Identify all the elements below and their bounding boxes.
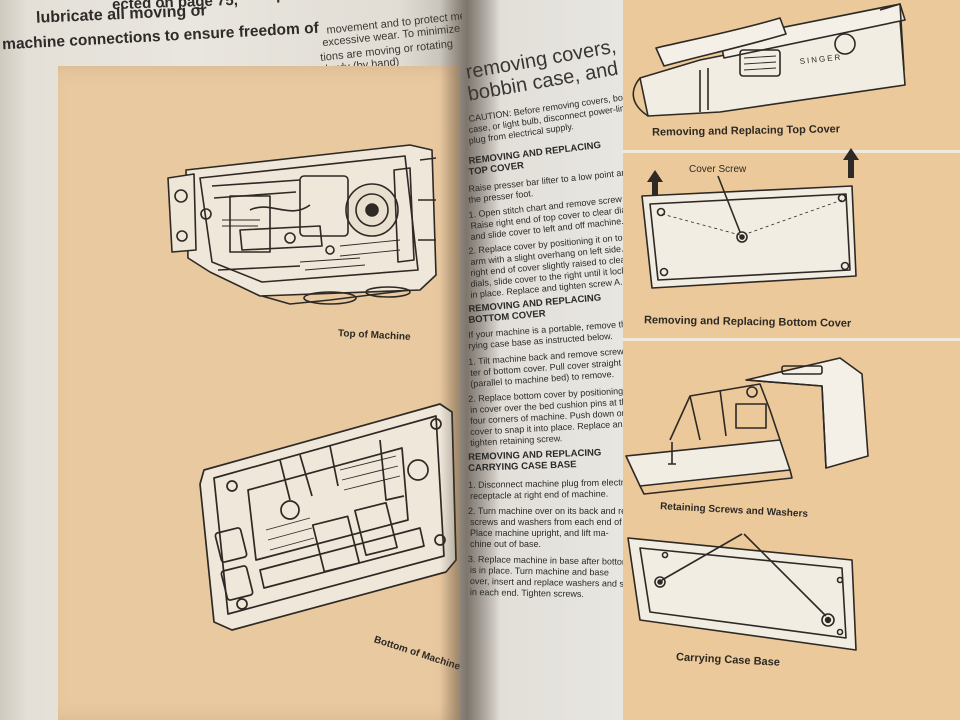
panel-divider bbox=[623, 338, 960, 341]
panel-divider bbox=[623, 150, 960, 153]
right-text-column: removing covers, bobbin case, and bulb C… bbox=[458, 0, 663, 720]
book-gutter bbox=[440, 0, 500, 720]
case-base-text-line: 2. Turn machine over on its back and rem… bbox=[468, 506, 649, 516]
singer-brand-text: SINGER bbox=[799, 53, 842, 66]
case-base-text-line: screws and washers from each end of base… bbox=[470, 517, 647, 527]
label-cover-screw: Cover Screw bbox=[689, 164, 747, 175]
case-base-text-line: Place machine upright, and lift ma- bbox=[470, 528, 609, 538]
case-base-text-line: chine out of base. bbox=[470, 539, 542, 549]
top-of-machine-illustration bbox=[167, 144, 437, 305]
left-page: ected on page 75, top lubricate all movi… bbox=[0, 0, 470, 720]
